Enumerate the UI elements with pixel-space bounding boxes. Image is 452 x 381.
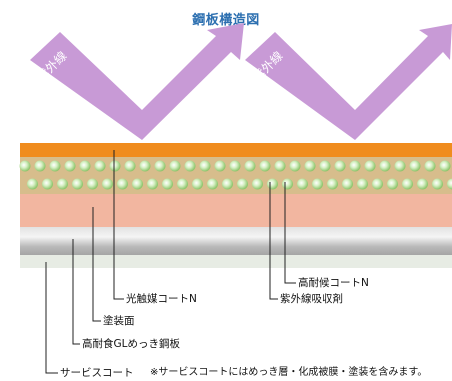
- uv-absorber-bead: [267, 178, 278, 190]
- uv-absorber-bead: [117, 178, 128, 190]
- uv-absorber-bead: [57, 178, 68, 190]
- uv-absorber-bead: [199, 160, 211, 172]
- photocatalyst-layer: [20, 143, 452, 157]
- uv-absorber-bead: [447, 178, 452, 190]
- label-uv-absorber: 紫外線吸収剤: [280, 293, 343, 305]
- uv-absorber-bead: [304, 160, 316, 172]
- uv-absorber-bead: [42, 178, 53, 190]
- uv-arrow-left: 紫外線: [30, 23, 244, 140]
- uv-absorber-bead: [274, 160, 286, 172]
- uv-absorber-bead: [334, 160, 346, 172]
- uv-absorber-bead: [357, 178, 368, 190]
- uv-absorber-bead: [379, 160, 391, 172]
- label-weather-coat: 高耐候コートN: [298, 277, 369, 289]
- uv-arrow-left-shape: [30, 23, 244, 140]
- uv-absorber-bead: [132, 178, 143, 190]
- uv-arrow-right: 紫外線: [245, 24, 452, 140]
- service-coat-note: ※サービスコートにはめっき層・化成被膜・塗装を含みます。: [150, 367, 428, 378]
- label-photocatalyst-coat: 光触媒コートN: [126, 293, 197, 305]
- leader-uv-absorber: [269, 182, 278, 300]
- uv-absorber-bead: [124, 160, 136, 172]
- uv-absorber-bead: [169, 160, 181, 172]
- uv-absorber-bead: [19, 160, 31, 172]
- uv-absorber-bead: [244, 160, 256, 172]
- uv-absorber-bead: [312, 178, 323, 190]
- uv-absorber-bead: [394, 160, 406, 172]
- uv-absorber-bead: [87, 178, 98, 190]
- uv-arrow-right-shape: [245, 24, 452, 140]
- uv-absorber-bead: [154, 160, 166, 172]
- leader-lines: [45, 150, 296, 374]
- uv-absorber-bead: [229, 160, 241, 172]
- label-service-coat: サービスコート: [60, 367, 134, 379]
- uv-absorber-bead: [297, 178, 308, 190]
- uv-absorber-bead: [184, 160, 196, 172]
- uv-absorber-bead: [237, 178, 248, 190]
- uv-absorber-bead: [387, 178, 398, 190]
- label-paint-surface: 塗装面: [103, 315, 135, 327]
- uv-absorber-bead: [27, 178, 38, 190]
- uv-absorber-bead: [289, 160, 301, 172]
- steel-layer: [20, 227, 452, 255]
- uv-absorber-bead: [409, 160, 421, 172]
- uv-absorber-bead: [94, 160, 106, 172]
- uv-absorber-bead: [342, 178, 353, 190]
- service-coat-layer: [20, 255, 452, 268]
- leader-photocatalyst: [113, 150, 124, 300]
- uv-absorber-bead: [349, 160, 361, 172]
- uv-absorber-bead: [147, 178, 158, 190]
- leader-steel: [72, 239, 80, 345]
- label-steel-plate: 高耐食GLめっき鋼板: [82, 338, 180, 350]
- uv-absorber-bead: [64, 160, 76, 172]
- uv-absorber-bead: [109, 160, 121, 172]
- uv-absorber-bead: [177, 178, 188, 190]
- uv-absorber-bead: [327, 178, 338, 190]
- uv-absorber-bead: [49, 160, 61, 172]
- uv-absorber-bead: [432, 178, 443, 190]
- uv-absorber-bead: [252, 178, 263, 190]
- uv-absorber-bead: [214, 160, 226, 172]
- uv-absorber-bead: [162, 178, 173, 190]
- uv-absorber-bead: [364, 160, 376, 172]
- uv-absorber-bead: [102, 178, 113, 190]
- leader-service-coat: [45, 262, 58, 374]
- uv-absorber-beads: [19, 160, 452, 190]
- uv-absorber-bead: [424, 160, 436, 172]
- uv-absorber-bead: [259, 160, 271, 172]
- uv-absorber-bead: [79, 160, 91, 172]
- leader-paint: [92, 207, 101, 322]
- uv-absorber-bead: [222, 178, 233, 190]
- uv-absorber-bead: [72, 178, 83, 190]
- uv-absorber-bead: [439, 160, 451, 172]
- uv-absorber-bead: [319, 160, 331, 172]
- uv-absorber-bead: [192, 178, 203, 190]
- uv-absorber-bead: [282, 178, 293, 190]
- leader-weather-coat: [284, 182, 296, 284]
- uv-absorber-bead: [417, 178, 428, 190]
- uv-absorber-bead: [372, 178, 383, 190]
- uv-absorber-bead: [402, 178, 413, 190]
- uv-absorber-bead: [34, 160, 46, 172]
- paint-layer: [20, 194, 452, 227]
- uv-absorber-bead: [207, 178, 218, 190]
- uv-absorber-bead: [139, 160, 151, 172]
